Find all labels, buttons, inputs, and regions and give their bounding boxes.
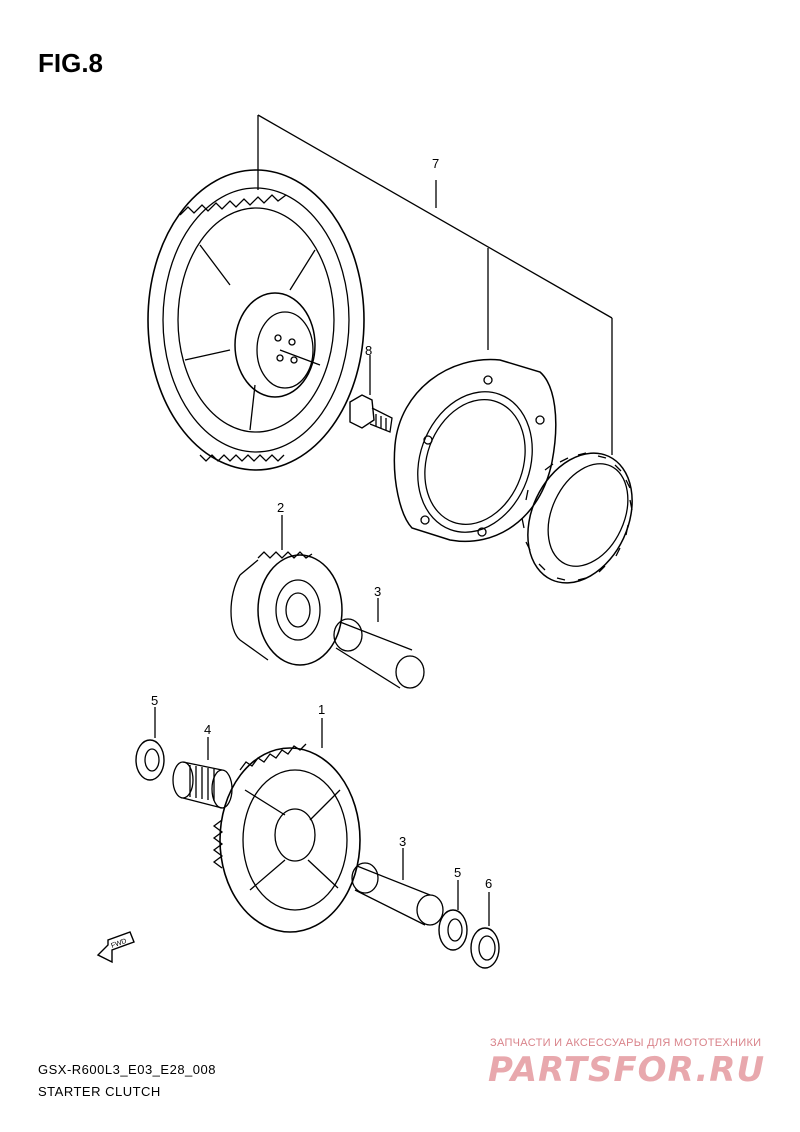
leader-lines-7 xyxy=(257,114,613,455)
callout-8: 8 xyxy=(365,343,372,358)
watermark-logo: PARTSFOR.RU xyxy=(488,1050,766,1090)
idle-gear xyxy=(230,515,343,666)
idle-gear-shaft-lower xyxy=(351,848,444,926)
callout-5-lower: 5 xyxy=(454,865,461,880)
idle-gear-shaft-upper xyxy=(333,598,425,689)
thrust-washer-lower xyxy=(438,880,468,951)
diagram-subtitle: STARTER CLUTCH xyxy=(38,1084,161,1099)
callout-7: 7 xyxy=(432,156,439,171)
callout-2: 2 xyxy=(277,500,284,515)
clutch-housing xyxy=(393,358,557,542)
figure-title: FIG.8 xyxy=(38,48,104,78)
callout-3-upper: 3 xyxy=(374,584,381,599)
callout-3-lower: 3 xyxy=(399,834,406,849)
watermark-tagline: ЗАПЧАСТИ И АКСЕССУАРЫ ДЛЯ МОТОТЕХНИКИ xyxy=(490,1037,762,1049)
bolt xyxy=(349,355,393,433)
callout-5-upper: 5 xyxy=(151,693,158,708)
callout-1: 1 xyxy=(318,702,325,717)
starter-driven-gear xyxy=(147,169,365,471)
one-way-clutch xyxy=(521,452,633,584)
washer xyxy=(470,892,500,969)
starter-idle-gear xyxy=(212,718,361,933)
diagram-code: GSX-R600L3_E03_E28_008 xyxy=(38,1062,216,1077)
callout-4: 4 xyxy=(204,722,211,737)
thrust-washer-upper xyxy=(135,707,165,781)
needle-bearing xyxy=(172,737,233,809)
fwd-arrow-icon xyxy=(96,931,135,964)
callout-6: 6 xyxy=(485,876,492,891)
